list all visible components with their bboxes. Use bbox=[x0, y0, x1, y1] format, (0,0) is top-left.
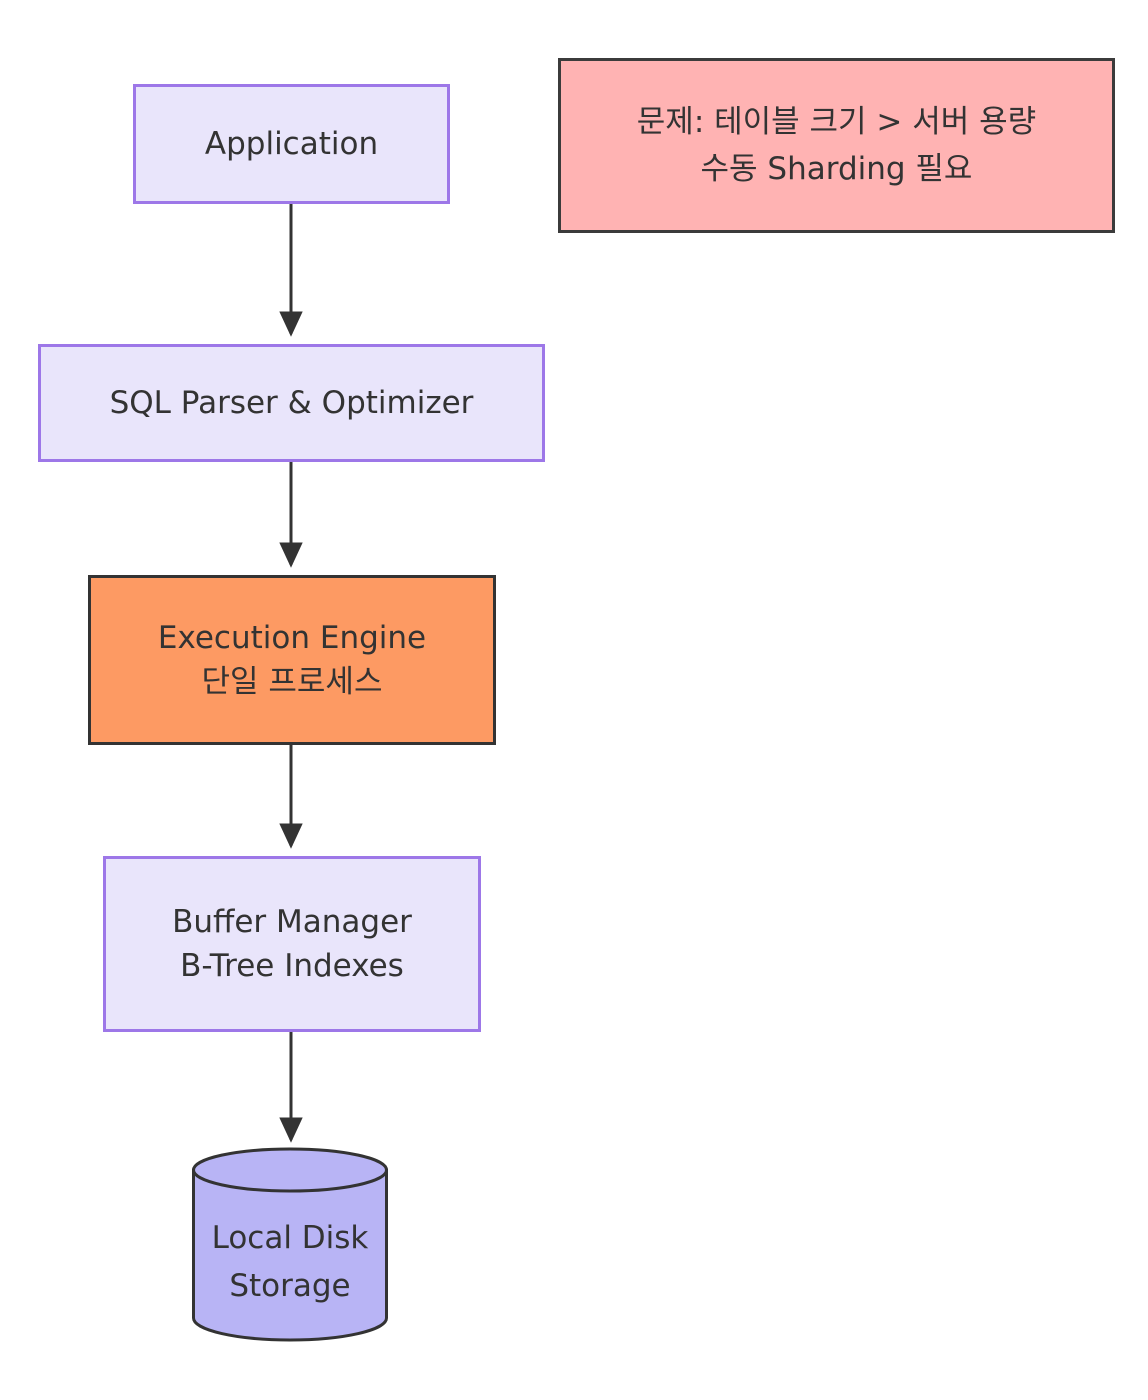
node-execution-engine-label-2: 단일 프로세스 bbox=[201, 664, 383, 700]
node-local-disk-storage[interactable]: Local Disk Storage bbox=[192, 1147, 388, 1342]
node-buffer-manager-label-2: B-Tree Indexes bbox=[180, 948, 404, 984]
node-buffer-manager[interactable]: Buffer Manager B-Tree Indexes bbox=[103, 856, 481, 1032]
node-application[interactable]: Application bbox=[133, 84, 450, 204]
node-local-disk-storage-label-2: Storage bbox=[229, 1268, 351, 1304]
node-execution-engine-label-1: Execution Engine bbox=[157, 619, 427, 656]
cylinder-shape bbox=[192, 1147, 388, 1342]
node-execution-engine[interactable]: Execution Engine 단일 프로세스 bbox=[88, 575, 496, 745]
cylinder-label-group: Local Disk Storage bbox=[212, 1178, 369, 1310]
node-local-disk-storage-label-1: Local Disk bbox=[211, 1219, 369, 1256]
node-sql-parser-optimizer[interactable]: SQL Parser & Optimizer bbox=[38, 344, 545, 462]
node-sql-parser-optimizer-label-1: SQL Parser & Optimizer bbox=[109, 384, 474, 421]
node-note-label-1: 문제: 테이블 크기 > 서버 용량 bbox=[636, 104, 1037, 140]
node-note-label-2: 수동 Sharding 필요 bbox=[700, 150, 973, 187]
node-buffer-manager-label-1: Buffer Manager bbox=[172, 903, 412, 940]
node-note-problem[interactable]: 문제: 테이블 크기 > 서버 용량 수동 Sharding 필요 bbox=[558, 58, 1115, 233]
node-application-label-1: Application bbox=[204, 125, 379, 162]
